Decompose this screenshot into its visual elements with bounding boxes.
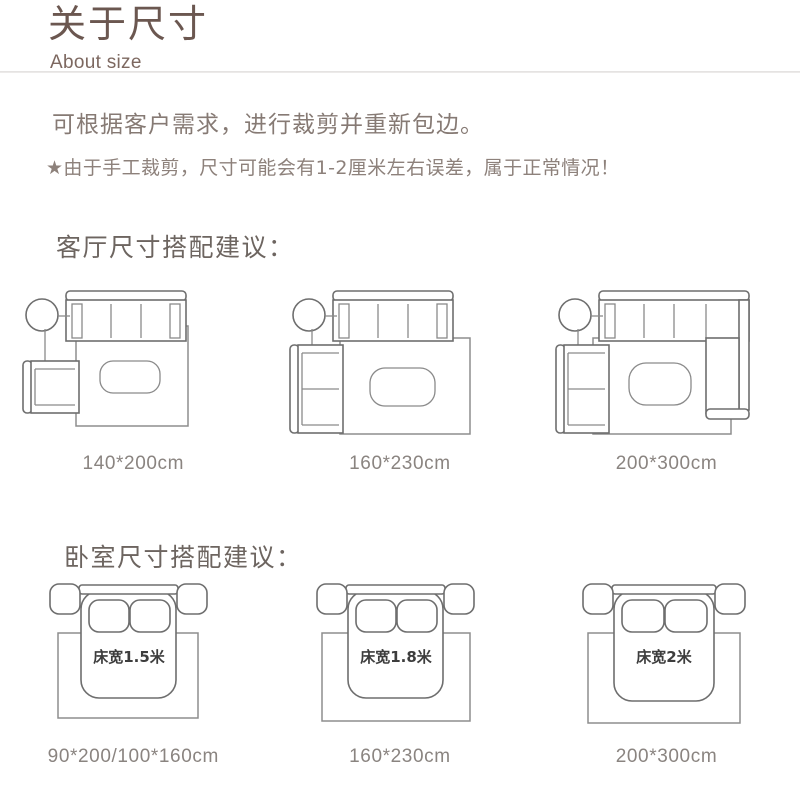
living-diagram-3-caption: 200*300cm bbox=[615, 453, 718, 474]
page-header: 关于尺寸 About size bbox=[0, 0, 800, 73]
sectional-sofa bbox=[598, 290, 751, 420]
nightstand-left bbox=[582, 583, 615, 615]
round-side-table bbox=[558, 298, 593, 332]
armchair bbox=[22, 360, 81, 414]
nightstand-right bbox=[176, 583, 209, 615]
nightstand-right bbox=[443, 583, 475, 615]
coffee-table bbox=[369, 367, 436, 407]
bed-width-label: 床宽1.8米 bbox=[360, 648, 433, 666]
pillow-right bbox=[396, 599, 438, 633]
living-diagram-2-caption: 160*230cm bbox=[349, 453, 451, 474]
pillow-right bbox=[664, 599, 709, 633]
pillow-right bbox=[129, 599, 172, 633]
living-room-diagram-row: 140*200cm bbox=[0, 283, 800, 488]
sofa-three-seat bbox=[65, 290, 188, 342]
nightstand-left bbox=[316, 583, 348, 615]
bedroom-heading: 卧室尺寸搭配建议： bbox=[64, 543, 303, 572]
living-diagram-1: 140*200cm bbox=[0, 283, 267, 488]
living-diagram-2: 160*230cm bbox=[267, 283, 534, 488]
living-diagram-3: 200*300cm bbox=[533, 283, 800, 488]
intro-line-1: 可根据客户需求，进行裁剪并重新包边。 bbox=[52, 112, 484, 138]
round-side-table bbox=[292, 298, 326, 332]
living-floorplan-1-svg bbox=[22, 290, 190, 427]
coffee-table bbox=[628, 362, 693, 406]
page-subtitle: About size bbox=[50, 52, 142, 73]
sofa-three-seat bbox=[332, 290, 454, 342]
chaise-lounge bbox=[289, 344, 344, 434]
bed-headboard bbox=[611, 584, 718, 595]
pillow-left bbox=[88, 599, 131, 633]
rug-outline bbox=[339, 337, 471, 435]
intro-line-2: ★由于手工裁剪，尺寸可能会有1-2厘米左右误差，属于正常情况！ bbox=[46, 157, 620, 179]
nightstand-left bbox=[49, 583, 82, 615]
living-room-heading: 客厅尺寸搭配建议： bbox=[56, 233, 295, 262]
bed-headboard bbox=[78, 584, 180, 595]
bed-width-label: 床宽1.5米 bbox=[94, 648, 167, 666]
living-floorplan-3-svg bbox=[555, 290, 751, 435]
chaise-lounge bbox=[555, 344, 611, 434]
bedroom-diagram-3: 床宽2米 200*300cm bbox=[533, 578, 800, 773]
nightstand-right bbox=[714, 583, 747, 615]
living-floorplan-2-svg bbox=[289, 290, 471, 435]
bed-width-label: 床宽2米 bbox=[637, 648, 693, 666]
bedroom-diagram-1-caption: 90*200/100*160cm bbox=[47, 746, 219, 767]
living-diagram-1-caption: 140*200cm bbox=[82, 453, 185, 474]
bedroom-diagram-2: 床宽1.8米 160*230cm bbox=[267, 578, 534, 773]
bed-headboard bbox=[345, 584, 446, 595]
bedroom-diagram-3-caption: 200*300cm bbox=[615, 746, 718, 767]
bedroom-floorplan-2-svg: 床宽1.8米 bbox=[316, 583, 475, 722]
bedroom-floorplan-3-svg: 床宽2米 bbox=[582, 583, 747, 724]
coffee-table bbox=[99, 360, 161, 394]
bedroom-floorplan-1-svg: 床宽1.5米 bbox=[49, 583, 209, 719]
bedroom-diagram-1: 床宽1.5米 90*200/100*160cm bbox=[0, 578, 267, 773]
bedroom-diagram-row: 床宽1.5米 90*200/100*160cm 床宽1.8米 160*230cm… bbox=[0, 578, 800, 773]
page-title: 关于尺寸 bbox=[48, 2, 209, 46]
pillow-left bbox=[621, 599, 666, 633]
header-divider bbox=[0, 71, 800, 73]
round-side-table bbox=[25, 298, 60, 332]
pillow-left bbox=[355, 599, 397, 633]
bedroom-diagram-2-caption: 160*230cm bbox=[349, 746, 451, 767]
